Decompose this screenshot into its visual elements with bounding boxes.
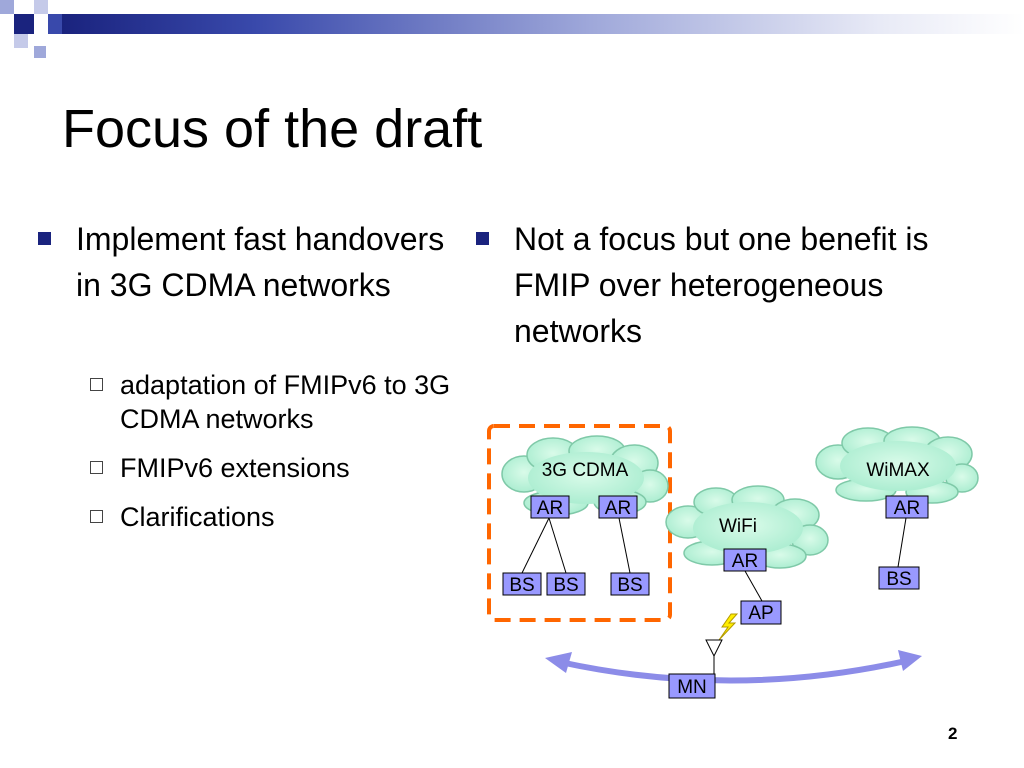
decor-square: [34, 0, 48, 14]
decor-square: [34, 46, 46, 58]
node-wifi-ar-label: AR: [732, 551, 758, 572]
arrow-head-left-icon: [545, 652, 572, 673]
left-bullet: Implement fast handovers in 3G CDMA netw…: [38, 216, 458, 308]
antenna-icon: [705, 639, 723, 658]
node-cdma-ar-1: AR: [530, 495, 570, 519]
hollow-square-bullet-icon: [90, 378, 103, 391]
node-bs-3-label: BS: [617, 575, 642, 596]
mobility-arrow-curve: [559, 657, 911, 684]
decor-square: [14, 14, 34, 34]
hollow-square-bullet-icon: [90, 461, 103, 474]
page-number: 2: [948, 724, 958, 743]
node-wimax-ar: AR: [885, 495, 929, 519]
cloud-wifi-label: WiFi: [719, 516, 757, 537]
subbullet-text: adaptation of FMIPv6 to 3G CDMA networks: [120, 370, 451, 434]
subbullet-item: FMIPv6 extensions: [90, 451, 470, 485]
decor-square: [14, 34, 28, 48]
connection-lines: [521, 517, 907, 674]
decor-square: [48, 14, 62, 34]
node-wimax-bs-label: BS: [886, 569, 911, 590]
node-bs-1-label: BS: [509, 575, 534, 596]
subbullet-text: Clarifications: [120, 502, 275, 532]
hollow-square-bullet-icon: [90, 510, 103, 523]
node-bs-2: BS: [546, 572, 586, 596]
subbullet-item: Clarifications: [90, 500, 470, 534]
arrow-head-right-icon: [898, 650, 922, 671]
header-gradient-bar: [62, 14, 1024, 34]
node-ap-label: AP: [748, 603, 773, 624]
right-bullet-text: Not a focus but one benefit is FMIP over…: [514, 221, 929, 349]
cdma-dashed-border: [487, 424, 672, 622]
node-mn: MN: [668, 673, 716, 699]
node-bs-3: BS: [610, 572, 650, 596]
node-bs-2-label: BS: [553, 575, 578, 596]
cloud-3g-cdma-label: 3G CDMA: [542, 460, 629, 481]
slide-title: Focus of the draft: [62, 99, 483, 159]
cloud-wimax: [815, 426, 979, 504]
node-wimax-bs: BS: [878, 566, 920, 590]
node-wimax-ar-label: AR: [894, 498, 920, 519]
left-subbullet-list: adaptation of FMIPv6 to 3G CDMA networks…: [90, 368, 470, 549]
node-cdma-ar-1-label: AR: [537, 498, 563, 519]
node-bs-1: BS: [502, 572, 542, 596]
square-bullet-icon: [476, 232, 489, 245]
subbullet-item: adaptation of FMIPv6 to 3G CDMA networks: [90, 368, 470, 436]
cloud-wimax-label: WiMAX: [866, 460, 930, 481]
node-cdma-ar-2: AR: [598, 495, 638, 519]
lightning-icon: [718, 613, 739, 641]
node-cdma-ar-2-label: AR: [605, 498, 631, 519]
right-bullet: Not a focus but one benefit is FMIP over…: [476, 216, 996, 354]
header-decoration: [0, 0, 80, 64]
subbullet-text: FMIPv6 extensions: [120, 453, 350, 483]
left-bullet-text: Implement fast handovers in 3G CDMA netw…: [76, 221, 445, 303]
node-ap: AP: [740, 600, 782, 625]
square-bullet-icon: [38, 232, 51, 245]
node-wifi-ar: AR: [723, 548, 767, 572]
node-mn-label: MN: [677, 677, 707, 698]
decor-square: [0, 0, 14, 14]
